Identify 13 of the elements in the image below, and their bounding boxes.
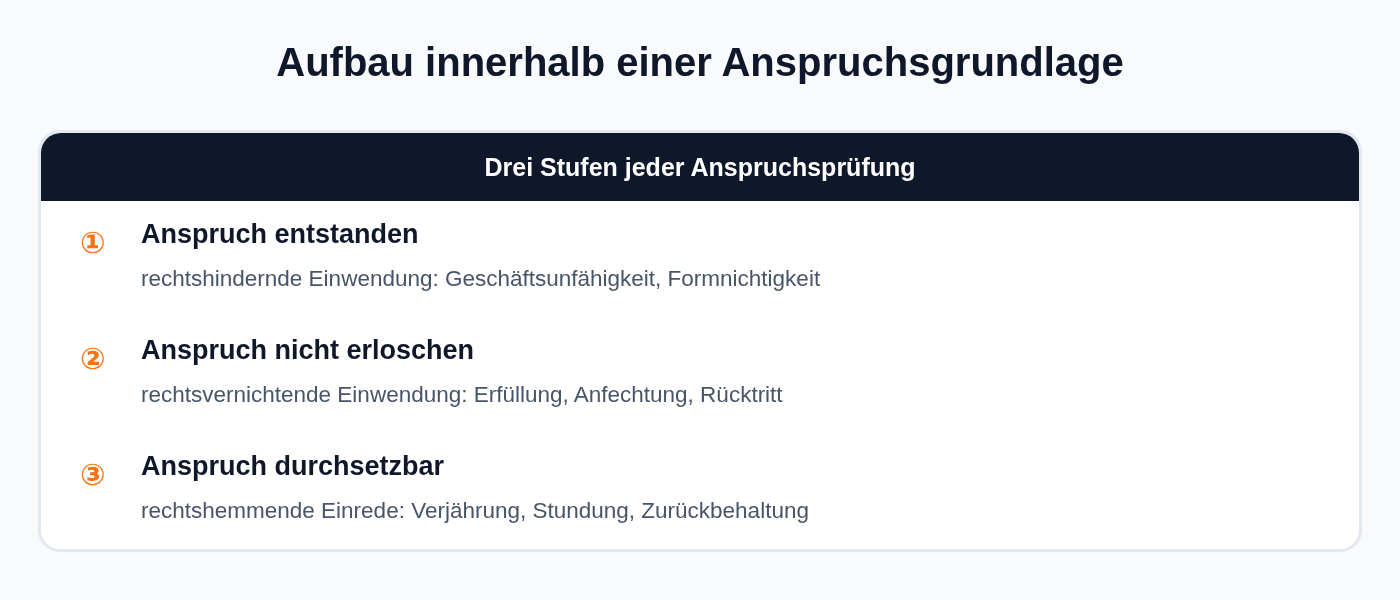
- step-heading: Anspruch durchsetzbar: [141, 450, 445, 482]
- header-band: [41, 133, 1359, 201]
- step-description: rechtshemmende Einrede: Verjährung, Stundung, Zurückbehaltung: [141, 497, 809, 525]
- diagram-title: Aufbau innerhalb einer Anspruchsgrundlage: [275, 39, 1125, 86]
- step-number: ①: [80, 225, 106, 261]
- step-heading: Anspruch entstanden: [141, 218, 419, 250]
- step-heading: Anspruch nicht erloschen: [141, 334, 475, 366]
- step-number: ③: [80, 457, 106, 493]
- step-description: rechtshindernde Einwendung: Geschäftsunfähigkeit, Formnichtigkeit: [141, 265, 821, 293]
- steps-card: [38, 130, 1362, 552]
- step-description: rechtsvernichtende Einwendung: Erfüllung, Anfechtung, Rücktritt: [141, 381, 783, 409]
- step-number: ②: [80, 341, 106, 377]
- card-heading: Drei Stufen jeder Anspruchsprüfung: [484, 152, 916, 182]
